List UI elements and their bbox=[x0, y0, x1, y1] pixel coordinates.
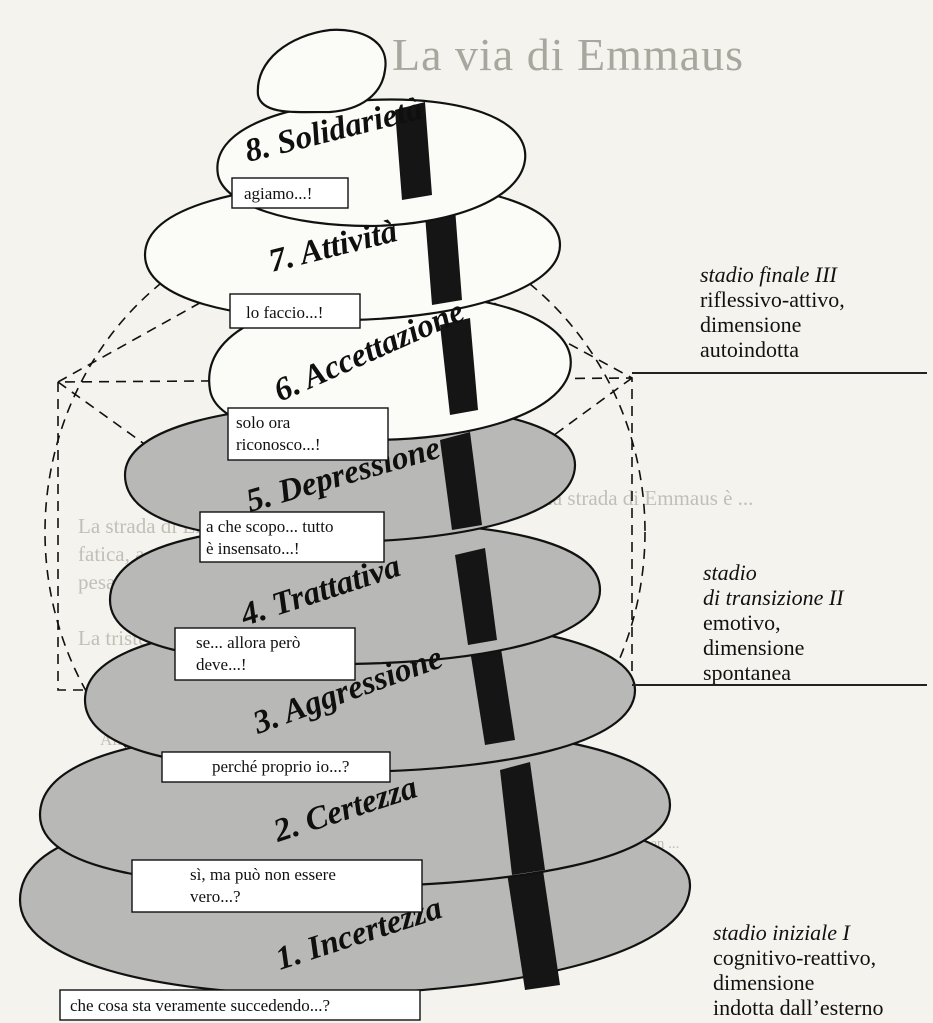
phase-initial-line: indotta dall’esterno bbox=[713, 995, 884, 1020]
stage-8-phrase: agiamo...! bbox=[231, 177, 349, 209]
spiral-spine bbox=[455, 548, 497, 645]
phase-initial-line: cognitivo-reattivo, bbox=[713, 945, 877, 970]
svg-text:vero...?: vero...? bbox=[190, 887, 241, 906]
phase-transition-title: di transizione II bbox=[703, 585, 844, 610]
phase-transition-label: stadio di transizione II emotivo, dimens… bbox=[703, 560, 844, 685]
spiral-spine bbox=[440, 432, 482, 530]
svg-text:che cosa sta veramente succede: che cosa sta veramente succedendo...? bbox=[70, 996, 330, 1015]
phase-final-line: dimensione bbox=[700, 312, 802, 337]
phase-transition-line: spontanea bbox=[703, 660, 791, 685]
stage-1-phrase: che cosa sta veramente succedendo...? bbox=[59, 989, 421, 1021]
svg-text:se... allora però: se... allora però bbox=[196, 633, 300, 652]
background-line: La strada di Emmaus è ... bbox=[540, 486, 754, 510]
stage-6-phrase: solo ora riconosco...! bbox=[227, 407, 389, 461]
phase-final-line: riflessivo-attivo, bbox=[700, 287, 845, 312]
background-title: La via di Emmaus bbox=[392, 29, 744, 80]
phase-transition-rule bbox=[632, 684, 927, 686]
spiral-spine bbox=[470, 642, 515, 745]
phase-final-title: stadio finale III bbox=[700, 262, 837, 287]
svg-text:lo faccio...!: lo faccio...! bbox=[246, 303, 323, 322]
phase-transition-title: stadio bbox=[703, 560, 757, 585]
svg-text:a che scopo... tutto: a che scopo... tutto bbox=[206, 517, 333, 536]
spiral-spine bbox=[395, 102, 432, 200]
stage-2-phrase: sì, ma può non essere vero...? bbox=[131, 859, 423, 913]
phase-transition-line: emotivo, bbox=[703, 610, 781, 635]
svg-text:deve...!: deve...! bbox=[196, 655, 247, 674]
spiral-spine bbox=[500, 762, 545, 875]
phase-transition-line: dimensione bbox=[703, 635, 805, 660]
svg-text:perché proprio io...?: perché proprio io...? bbox=[212, 757, 349, 776]
stage-5-phrase: a che scopo... tutto è insensato...! bbox=[199, 511, 385, 563]
stage-7-phrase: lo faccio...! bbox=[229, 293, 361, 329]
stage-3-phrase: perché proprio io...? bbox=[161, 751, 391, 783]
phase-final-rule bbox=[632, 372, 927, 374]
svg-text:è insensato...!: è insensato...! bbox=[206, 539, 299, 558]
svg-text:sì, ma può non essere: sì, ma può non essere bbox=[190, 865, 336, 884]
svg-text:riconosco...!: riconosco...! bbox=[236, 435, 321, 454]
spiral-spine bbox=[440, 318, 478, 415]
phase-initial-title: stadio iniziale I bbox=[713, 920, 850, 945]
stage-4-phrase: se... allora però deve...! bbox=[174, 627, 356, 681]
phase-initial-line: dimensione bbox=[713, 970, 815, 995]
phase-initial-label: stadio iniziale I cognitivo-reattivo, di… bbox=[713, 920, 883, 1020]
spiral-spine bbox=[505, 850, 560, 990]
phase-final-label: stadio finale III riflessivo-attivo, dim… bbox=[700, 262, 845, 362]
svg-text:agiamo...!: agiamo...! bbox=[244, 184, 312, 203]
spiral-spine bbox=[425, 208, 462, 305]
svg-text:solo ora: solo ora bbox=[236, 413, 291, 432]
phase-final-line: autoindotta bbox=[700, 337, 799, 362]
